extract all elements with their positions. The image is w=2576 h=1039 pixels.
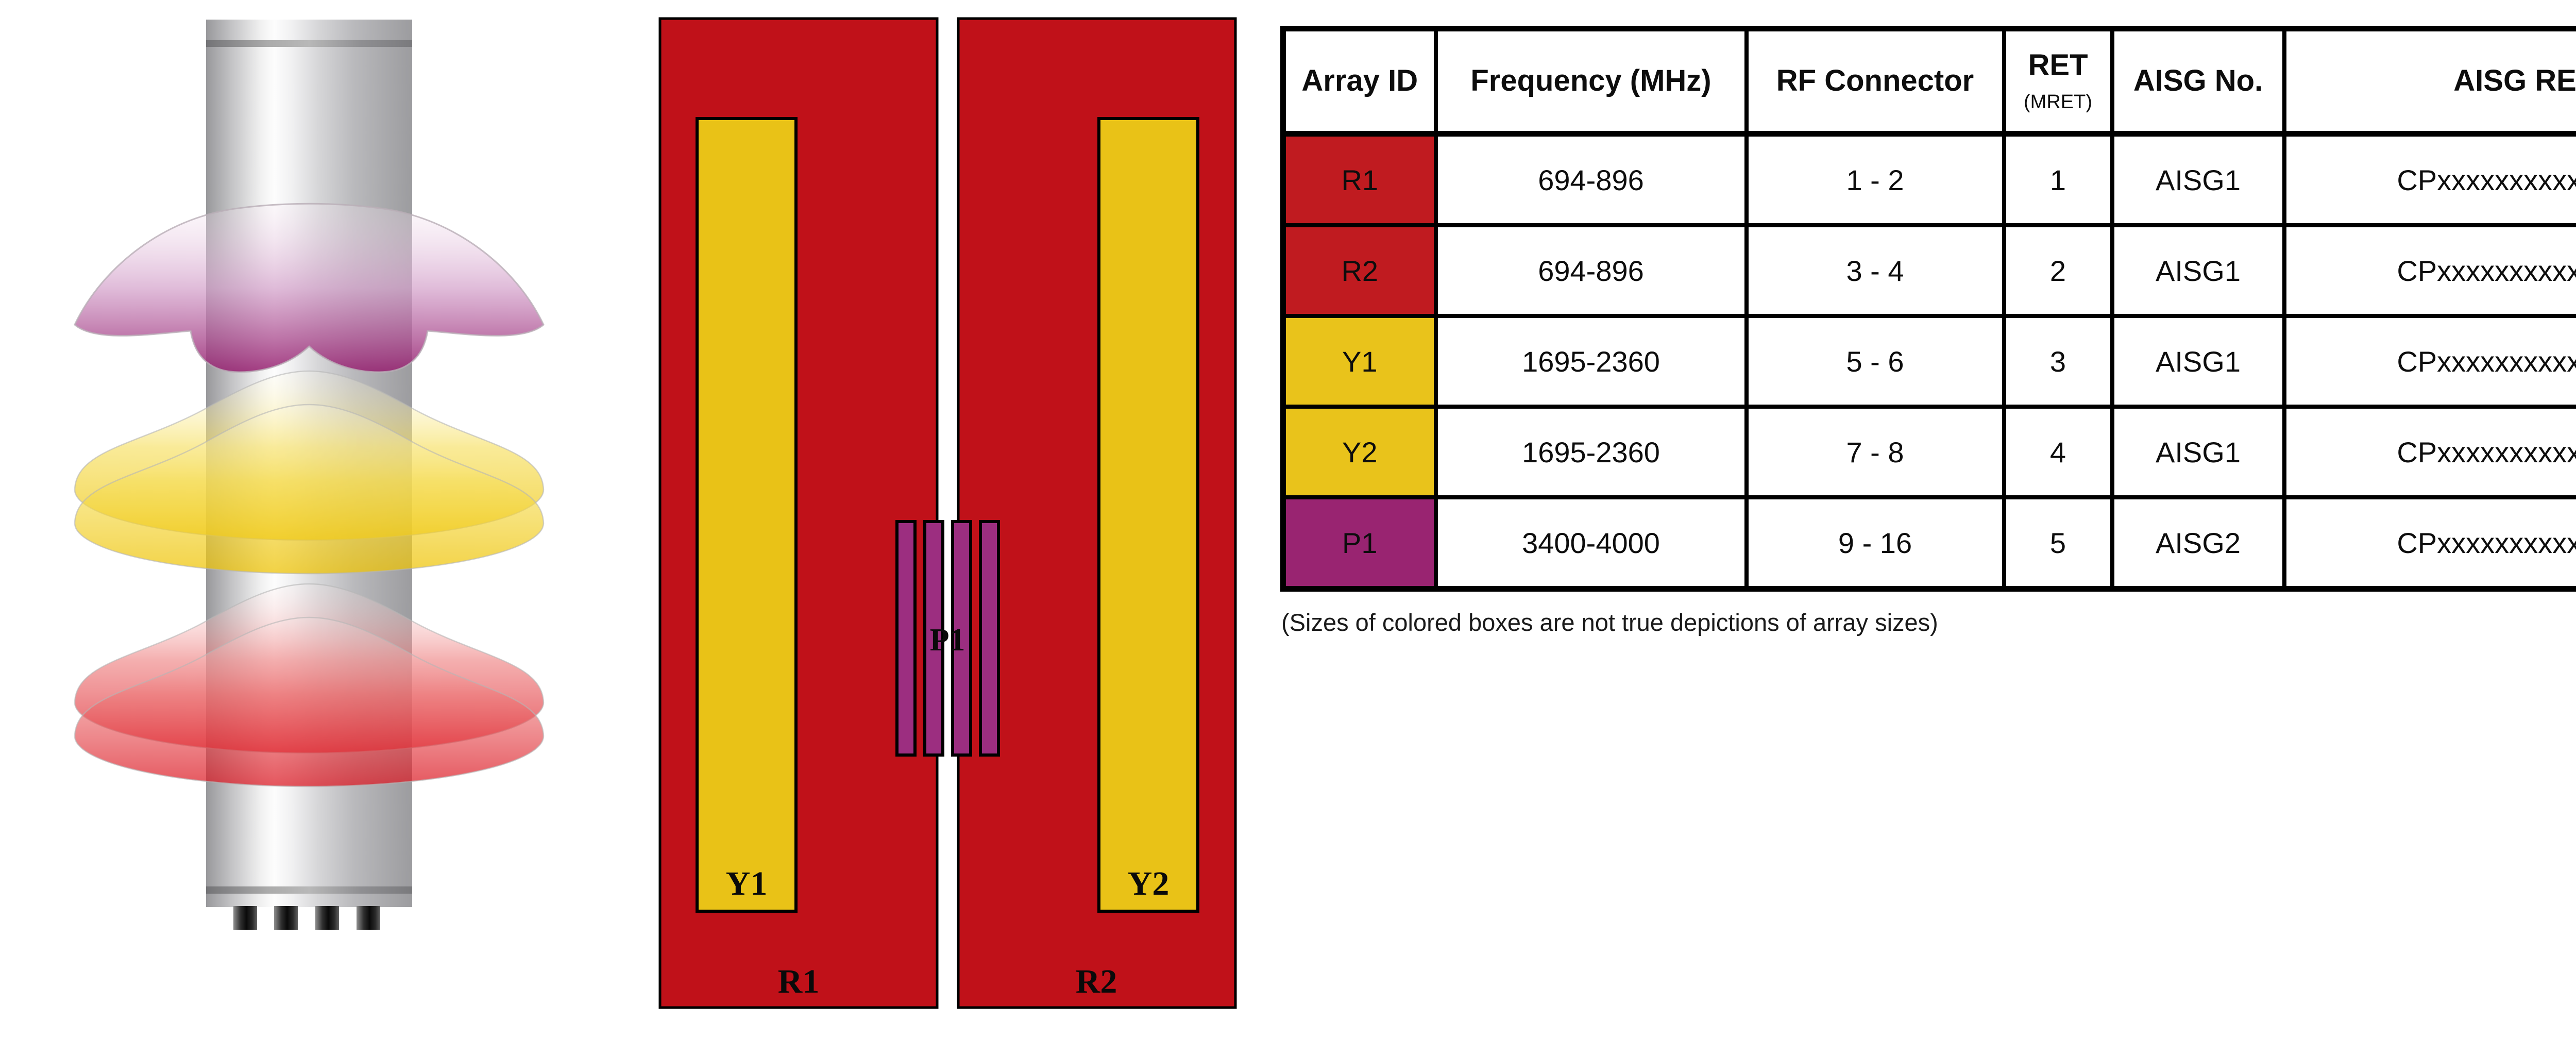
antenna-bottom-rim	[206, 886, 412, 894]
array-spec-table-container: Array ID Frequency (MHz) RF Connector RE…	[1280, 26, 2576, 592]
cell-aisg-no: AISG1	[2110, 314, 2286, 409]
cell-frequency: 3400-4000	[1433, 495, 1749, 591]
array-layout-diagram: Y1 Y2 R1 R2 P1	[658, 17, 1237, 1009]
table-row: Y2 1695-2360 7 - 8 4 AISG1 CPxxxxxxxxxxx…	[1281, 405, 2576, 499]
size-disclaimer-note: (Sizes of colored boxes are not true dep…	[1281, 609, 1938, 636]
cell-array-id: R2	[1281, 223, 1438, 318]
cell-rf-connector: 9 - 16	[1744, 495, 2006, 591]
col-header-ret-sub: (MRET)	[2024, 91, 2092, 113]
cell-rf-connector: 1 - 2	[1744, 131, 2006, 227]
beam-purple	[74, 203, 545, 373]
cell-frequency: 1695-2360	[1433, 314, 1749, 409]
table-header-row: Array ID Frequency (MHz) RF Connector RE…	[1281, 26, 2576, 137]
label-p1: P1	[930, 623, 965, 658]
cell-rf-connector: 3 - 4	[1744, 223, 2006, 318]
antenna-illustration	[74, 20, 545, 930]
table-row: R1 694-896 1 - 2 1 AISG1 CPxxxxxxxxxxxxx…	[1281, 131, 2576, 227]
array-p1-strips	[895, 520, 1000, 757]
array-y1-box	[696, 117, 798, 913]
cell-rf-connector: 5 - 6	[1744, 314, 2006, 409]
cell-frequency: 694-896	[1433, 131, 1749, 227]
col-header-aisg-ret-uid: AISG RET UID	[2282, 26, 2576, 137]
cell-rf-connector: 7 - 8	[1744, 405, 2006, 499]
cell-aisg-no: AISG2	[2110, 495, 2286, 591]
array-spec-table: Array ID Frequency (MHz) RF Connector RE…	[1280, 26, 2576, 592]
cell-array-id: R1	[1281, 131, 1438, 227]
col-header-ret-main: RET	[2028, 48, 2088, 82]
col-header-ret: RET (MRET)	[2002, 26, 2114, 137]
cell-ret: 2	[2002, 223, 2114, 318]
label-r2: R2	[1076, 963, 1117, 1000]
cell-aisg-ret-uid: CPxxxxxxxxxxxxxxMM.2	[2282, 223, 2576, 318]
col-header-frequency: Frequency (MHz)	[1433, 26, 1749, 137]
col-header-rf-connector: RF Connector	[1744, 26, 2006, 137]
cell-aisg-ret-uid: CPxxxxxxxxxxxxxxMM.1	[2282, 131, 2576, 227]
col-header-aisg-no: AISG No.	[2110, 26, 2286, 137]
cell-array-id: Y1	[1281, 314, 1438, 409]
cell-aisg-ret-uid: CPxxxxxxxxxxxxxxMM.1	[2282, 495, 2576, 591]
label-r1: R1	[778, 963, 820, 1000]
beam-red	[74, 583, 545, 787]
antenna-top-rim	[206, 40, 412, 47]
label-y2: Y2	[1128, 865, 1170, 902]
cell-frequency: 694-896	[1433, 223, 1749, 318]
cell-aisg-no: AISG1	[2110, 131, 2286, 227]
cell-ret: 1	[2002, 131, 2114, 227]
array-y2-box	[1097, 117, 1199, 913]
antenna-connector-pins	[233, 906, 380, 930]
table-row: P1 3400-4000 9 - 16 5 AISG2 CPxxxxxxxxxx…	[1281, 495, 2576, 591]
cell-aisg-no: AISG1	[2110, 223, 2286, 318]
cell-aisg-ret-uid: CPxxxxxxxxxxxxxxMM.3	[2282, 314, 2576, 409]
cell-array-id: P1	[1281, 495, 1438, 591]
cell-frequency: 1695-2360	[1433, 405, 1749, 499]
cell-ret: 4	[2002, 405, 2114, 499]
beam-yellow	[74, 370, 545, 575]
table-row: Y1 1695-2360 5 - 6 3 AISG1 CPxxxxxxxxxxx…	[1281, 314, 2576, 409]
label-y1: Y1	[726, 865, 768, 902]
cell-ret: 5	[2002, 495, 2114, 591]
table-row: R2 694-896 3 - 4 2 AISG1 CPxxxxxxxxxxxxx…	[1281, 223, 2576, 318]
col-header-array-id: Array ID	[1281, 26, 1438, 137]
cell-array-id: Y2	[1281, 405, 1438, 499]
cell-ret: 3	[2002, 314, 2114, 409]
cell-aisg-no: AISG1	[2110, 405, 2286, 499]
cell-aisg-ret-uid: CPxxxxxxxxxxxxxxMM.4	[2282, 405, 2576, 499]
